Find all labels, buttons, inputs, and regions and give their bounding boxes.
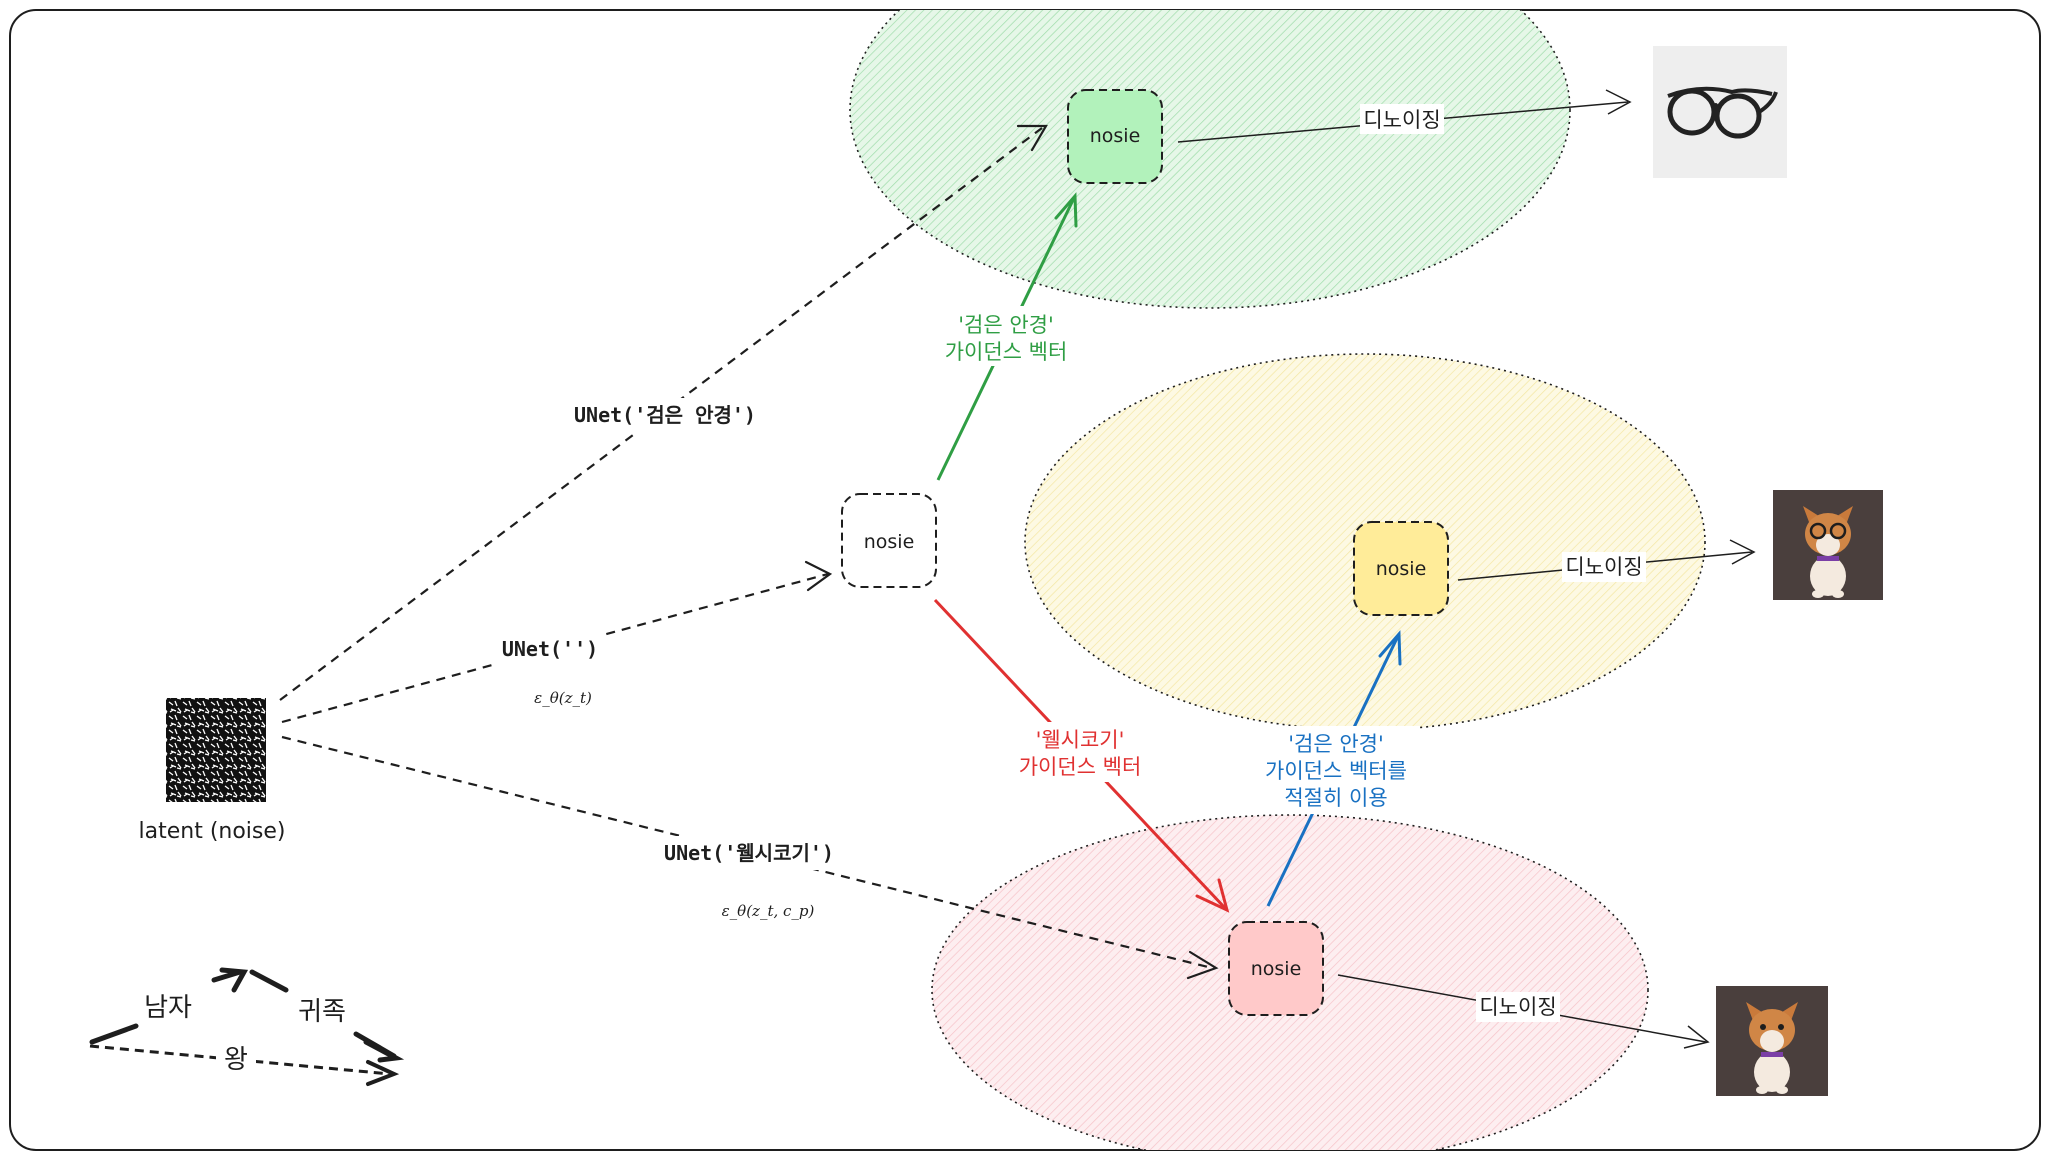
green-guidance-line-2: 가이던스 벡터: [945, 340, 1068, 364]
denoise-label-bottom: 디노이징: [1479, 995, 1556, 1019]
node-middle: nosie: [841, 493, 937, 588]
eps-zt-cp-label: ε_θ(z_t, c_p): [722, 902, 815, 920]
denoise-arrowhead-top: [1605, 89, 1632, 115]
analogy-king-label: 왕: [224, 1045, 248, 1075]
blue-guidance-label: '검은 안경' 가이던스 벡터를 적절히 이용: [1252, 726, 1420, 814]
arrowhead-middle: [804, 560, 833, 592]
analogy-diagram: 남자 귀족 왕: [89, 967, 405, 1086]
denoise-label-top: 디노이징: [1363, 108, 1440, 132]
unet-label-bg-top: [560, 398, 770, 432]
analogy-man-label: 남자: [144, 993, 192, 1023]
denoise-label-bg-bottom: [1476, 992, 1560, 1022]
node-top-label: nosie: [1090, 125, 1141, 147]
red-guidance-line-2: 가이던스 벡터: [1019, 755, 1142, 779]
eps-zt-label: ε_θ(z_t): [534, 689, 592, 707]
denoise-label-bg-yellow: [1562, 552, 1646, 582]
red-guidance-line-1: '웰시코기': [1036, 728, 1125, 752]
node-middle-label: nosie: [864, 531, 915, 553]
node-top: nosie: [1067, 89, 1163, 184]
arrowhead-top: [1016, 124, 1048, 152]
unet-label-bg-welsh: [652, 836, 846, 870]
green-guidance-label: '검은 안경' 가이던스 벡터: [930, 306, 1080, 366]
unet-arrows: [279, 127, 1213, 970]
node-bottom-label: nosie: [1251, 958, 1302, 980]
blue-arrowhead: [1378, 630, 1402, 666]
analogy-noble-label: 귀족: [298, 997, 346, 1027]
denoise-label-bg-top: [1360, 104, 1444, 134]
denoise-label-yellow: 디노이징: [1565, 555, 1642, 579]
latent-noise-image: [166, 698, 266, 802]
red-guidance-label: '웰시코기' 가이던스 벡터: [1004, 722, 1154, 782]
green-arrowhead: [1054, 192, 1078, 228]
blue-guidance-line-1: '검은 안경': [1288, 732, 1384, 756]
green-guidance-line-1: '검은 안경': [958, 313, 1054, 337]
unet-empty-label: UNet(''): [502, 637, 598, 661]
latent-label: latent (noise): [139, 819, 286, 844]
unet-welsh-label: UNet('웰시코기'): [664, 841, 834, 865]
glasses-image: [1653, 46, 1787, 178]
node-yellow: nosie: [1353, 521, 1449, 616]
blue-guidance-line-3: 적절히 이용: [1284, 786, 1387, 810]
blue-guidance-line-2: 가이던스 벡터를: [1265, 759, 1407, 783]
corgi-image: [1716, 986, 1828, 1096]
unet-label-bg-empty: [494, 632, 606, 666]
node-yellow-label: nosie: [1376, 558, 1427, 580]
denoise-arrowhead-yellow: [1729, 539, 1756, 565]
node-bottom: nosie: [1228, 921, 1324, 1016]
unet-black-glasses-label: UNet('검은 안경'): [574, 403, 756, 427]
corgi-with-glasses-image: [1773, 490, 1883, 600]
green-region: [849, 10, 1571, 309]
arrow-latent-to-middle: [281, 572, 829, 724]
red-arrowhead: [1195, 878, 1230, 913]
arrowhead-bottom: [1186, 950, 1219, 980]
denoise-arrowhead-bottom: [1683, 1025, 1710, 1049]
